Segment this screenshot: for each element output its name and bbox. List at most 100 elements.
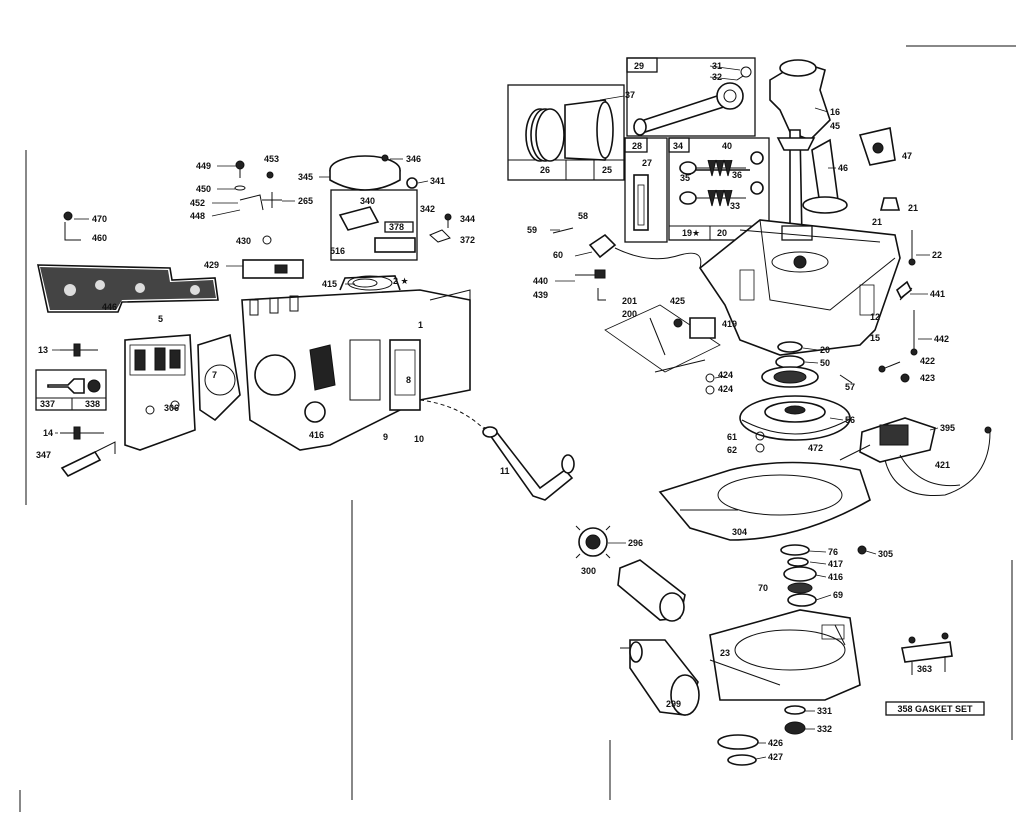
governor-link-part [552, 227, 702, 301]
callout: 15 [870, 333, 880, 343]
callout: 13 [38, 345, 48, 355]
gasket-set-label: 358 GASKET SET [897, 704, 973, 714]
piston-box [507, 84, 625, 181]
cylinder-head-part [124, 334, 196, 451]
callout: 441 [930, 289, 945, 299]
callout: 296 [628, 538, 643, 548]
callout: 415 [322, 279, 337, 289]
callout: 47 [902, 151, 912, 161]
callout: 21 [908, 203, 918, 213]
callout: 28 [632, 141, 642, 151]
connecting-rod-box [626, 57, 756, 137]
callout: 14 [43, 428, 53, 438]
callout: 450 [196, 184, 211, 194]
callout: 395 [940, 423, 955, 433]
callout: 46 [838, 163, 848, 173]
flywheel-part [739, 395, 851, 441]
callout: 58 [578, 211, 588, 221]
callout: 1 [418, 320, 423, 330]
callout: 346 [406, 154, 421, 164]
callout: 424 [718, 384, 733, 394]
starter-gear-part [575, 525, 611, 559]
washer-parts-bottom [717, 705, 806, 766]
studs-right [705, 230, 918, 395]
starter-drive-part [617, 559, 686, 622]
callout: 342 [420, 204, 435, 214]
callout: 430 [236, 236, 251, 246]
callout: 305 [878, 549, 893, 559]
callout: 363 [917, 664, 932, 674]
callout: 31 [712, 61, 722, 71]
spark-plug-kit-box [35, 369, 107, 411]
callout: 20 [820, 345, 830, 355]
breather-tube-part [419, 399, 575, 501]
callout: 265 [298, 196, 313, 206]
callout: 472 [808, 443, 823, 453]
callout: 23 [720, 648, 730, 658]
starter-clutch-parts [780, 544, 867, 607]
callout: 449 [196, 161, 211, 171]
engine-block-part [241, 275, 471, 451]
callout: 27 [642, 158, 652, 168]
callout: 76 [828, 547, 838, 557]
camshaft-part [802, 127, 901, 214]
bolt-parts-left [60, 154, 452, 478]
callout: 300 [581, 566, 596, 576]
scan-edge-lines [19, 45, 1016, 812]
callout: 12 [870, 312, 880, 322]
head-gasket-part [197, 333, 241, 422]
callout: 21 [872, 217, 882, 227]
callout: 200 [622, 309, 637, 319]
callout: 426 [768, 738, 783, 748]
callout-labels: 449 453 345 346 450 341 452 265 448 340 … [36, 61, 955, 762]
callout: 34 [673, 141, 683, 151]
callout: 422 [920, 356, 935, 366]
callout: 22 [932, 250, 942, 260]
valve-cover-part [242, 155, 401, 279]
callout: 33 [730, 201, 740, 211]
callout: 69 [833, 590, 843, 600]
fan-housing-part [709, 609, 861, 701]
oil-seal-parts [761, 341, 819, 388]
callout: 332 [817, 724, 832, 734]
callout: 344 [460, 214, 475, 224]
callout: 340 [360, 196, 375, 206]
governor-kit-box [330, 189, 418, 261]
callout: 306 [164, 403, 179, 413]
callout: 304 [732, 527, 747, 537]
callout: 516 [330, 246, 345, 256]
callout: 423 [920, 373, 935, 383]
callout: 446 [102, 302, 117, 312]
callout: 331 [817, 706, 832, 716]
callout: 20 [717, 228, 727, 238]
callout: 421 [935, 460, 950, 470]
callout: 9 [383, 432, 388, 442]
callout: 36 [732, 170, 742, 180]
callout: 50 [820, 358, 830, 368]
callout: 378 [389, 222, 404, 232]
callout: 442 [934, 334, 949, 344]
callout: 62 [727, 445, 737, 455]
callout: 427 [768, 752, 783, 762]
crankshaft-part [769, 59, 831, 255]
callout: 299 [666, 699, 681, 709]
callout: 26 [540, 165, 550, 175]
callout: 35 [680, 173, 690, 183]
callout: 417 [828, 559, 843, 569]
callout: 2 ★ [393, 276, 409, 286]
callout: 16 [830, 107, 840, 117]
callout: 56 [845, 415, 855, 425]
starter-motor-part [620, 639, 700, 716]
bracket-part-363 [901, 632, 953, 675]
valve-box [624, 137, 770, 243]
ignition-armature-part [755, 417, 992, 497]
crankcase-sump-part [698, 219, 901, 356]
callout: 419 [722, 319, 737, 329]
callout: 429 [204, 260, 219, 270]
callout: 19★ [682, 228, 700, 238]
mounting-plate-part [604, 304, 721, 373]
callout: 59 [527, 225, 537, 235]
callout: 424 [718, 370, 733, 380]
callout: 425 [670, 296, 685, 306]
